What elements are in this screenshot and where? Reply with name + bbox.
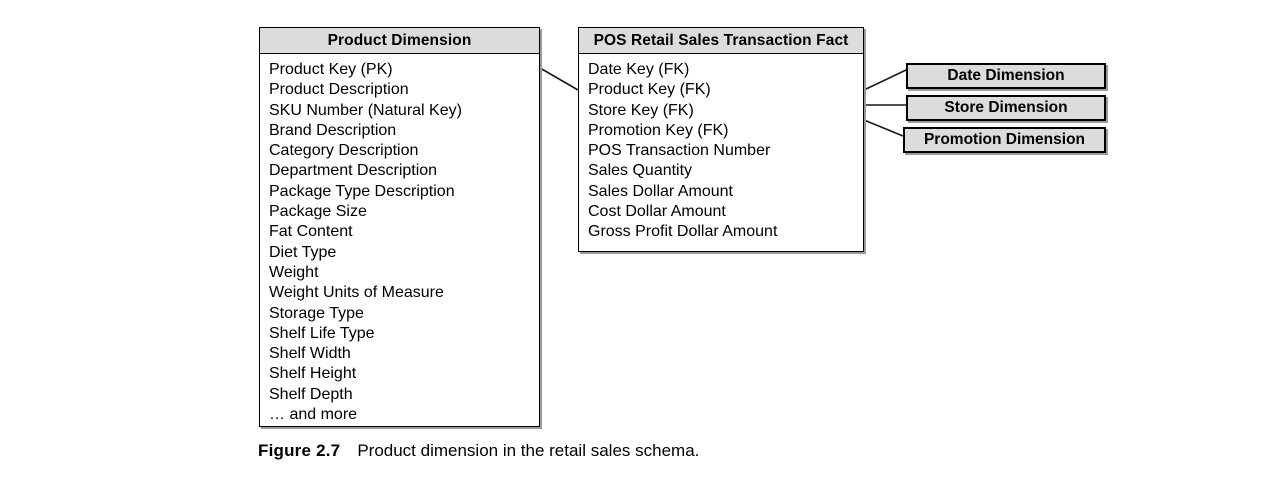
entity-date-dimension[interactable]: Date Dimension bbox=[906, 63, 1106, 89]
entity-product-dimension[interactable]: Product Dimension Product Key (PK) Produ… bbox=[259, 27, 540, 427]
entity-title-store-dimension: Store Dimension bbox=[944, 99, 1068, 116]
field-item: Shelf Depth bbox=[269, 385, 353, 403]
field-item: POS Transaction Number bbox=[588, 142, 771, 160]
field-item: Product Key (FK) bbox=[588, 81, 711, 99]
field-item: SKU Number (Natural Key) bbox=[269, 101, 462, 119]
figure-caption-text: Product dimension in the retail sales sc… bbox=[357, 441, 700, 460]
field-item: Date Key (FK) bbox=[588, 61, 690, 78]
field-item: Category Description bbox=[269, 142, 419, 160]
figure-caption: Figure 2.7 Product dimension in the retai… bbox=[258, 439, 699, 463]
field-item: Sales Dollar Amount bbox=[588, 182, 733, 200]
field-item: Store Key (FK) bbox=[588, 101, 694, 119]
field-item: Shelf Height bbox=[269, 365, 357, 383]
field-item: Sales Quantity bbox=[588, 162, 693, 180]
connector-product-to-fact bbox=[539, 67, 579, 91]
figure-label: Figure 2.7 bbox=[258, 441, 341, 460]
connector-fact-to-date bbox=[863, 69, 907, 91]
field-item: Promotion Key (FK) bbox=[588, 121, 729, 139]
field-item: Shelf Width bbox=[269, 345, 351, 363]
field-item: Storage Type bbox=[269, 304, 364, 322]
entity-title-date-dimension: Date Dimension bbox=[947, 67, 1065, 84]
entity-field-list-fact-table: Date Key (FK) Product Key (FK) Store Key… bbox=[579, 54, 863, 249]
entity-pos-retail-sales-transaction-fact[interactable]: POS Retail Sales Transaction Fact Date K… bbox=[578, 27, 864, 252]
field-item: Weight Units of Measure bbox=[269, 284, 444, 302]
entity-store-dimension[interactable]: Store Dimension bbox=[906, 95, 1106, 121]
field-item: Product Key (PK) bbox=[269, 61, 393, 78]
entity-promotion-dimension[interactable]: Promotion Dimension bbox=[903, 127, 1106, 153]
entity-title-product-dimension: Product Dimension bbox=[260, 28, 539, 54]
entity-field-list-product-dimension: Product Key (PK) Product Description SKU… bbox=[260, 54, 539, 431]
field-item: Shelf Life Type bbox=[269, 324, 375, 342]
field-item: Brand Description bbox=[269, 121, 397, 139]
field-item: Product Description bbox=[269, 81, 409, 99]
entity-title-fact-table: POS Retail Sales Transaction Fact bbox=[579, 28, 863, 54]
field-item: … and more bbox=[269, 406, 358, 424]
field-item: Fat Content bbox=[269, 223, 353, 241]
field-item: Package Size bbox=[269, 203, 367, 221]
field-item: Weight bbox=[269, 263, 319, 281]
entity-title-promotion-dimension: Promotion Dimension bbox=[923, 131, 1086, 148]
field-item: Department Description bbox=[269, 162, 438, 180]
field-item: Gross Profit Dollar Amount bbox=[588, 223, 778, 241]
field-item: Cost Dollar Amount bbox=[588, 203, 726, 221]
connector-fact-to-promotion bbox=[863, 119, 904, 137]
field-item: Diet Type bbox=[269, 243, 337, 261]
field-item: Package Type Description bbox=[269, 182, 455, 200]
